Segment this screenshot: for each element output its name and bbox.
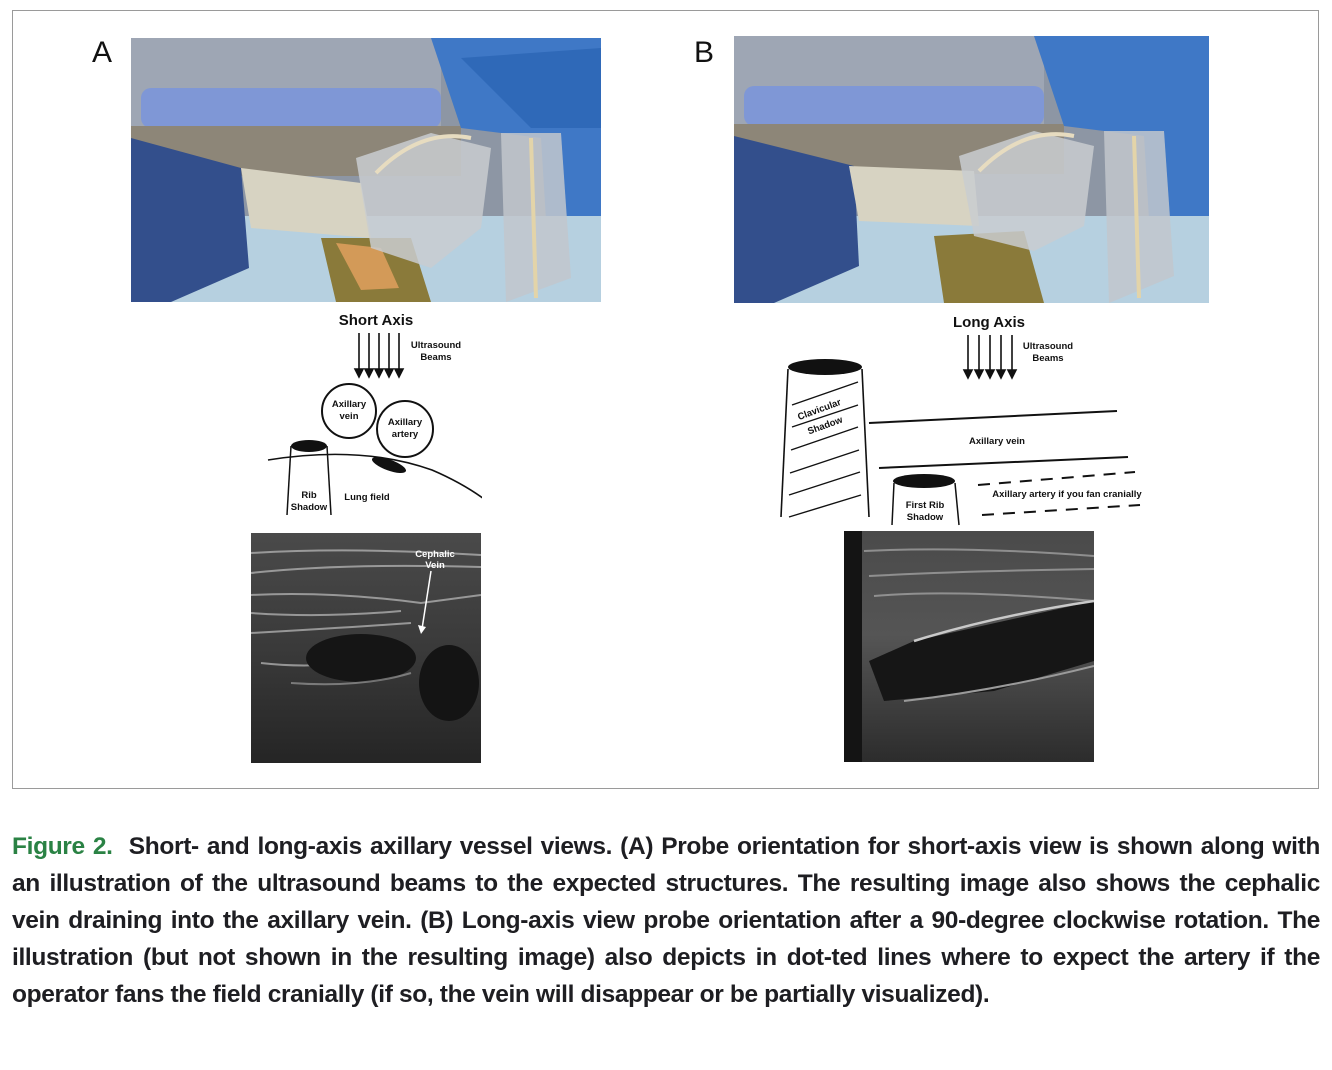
panel-label-a: A	[92, 36, 113, 69]
long-axis-diagram: Long Axis Ultrasound Beams Clavicular Sh…	[780, 314, 1142, 526]
axillary-artery-label: Axillary artery if you fan cranially	[992, 489, 1142, 500]
vein-upper-wall	[868, 410, 1118, 424]
vein-lower-wall	[878, 456, 1129, 469]
axillary-vein-label: Axillary vein	[969, 436, 1025, 447]
figure-label: Figure 2.	[12, 833, 113, 860]
photo-illustration	[131, 38, 601, 302]
beam-label-line1: Ultrasound	[1023, 341, 1073, 352]
ultrasound-long-axis	[844, 531, 1094, 762]
artery-label-line1: Axillary	[388, 417, 423, 428]
axillary-vein-circle	[321, 383, 377, 439]
caption-text: Short- and long-axis axillary vessel vie…	[12, 833, 1320, 1008]
lung-pleura-line	[267, 453, 482, 499]
beam-label-line1: Ultrasound	[411, 340, 461, 351]
ultrasound-short-axis: Cephalic Vein	[251, 533, 481, 763]
first-rib-label-line2: Shadow	[907, 512, 944, 523]
long-axis-title: Long Axis	[953, 314, 1025, 331]
rib-label-line2: Shadow	[291, 502, 328, 513]
photo-short-axis-probe	[131, 38, 601, 302]
beam-label-line2: Beams	[420, 352, 451, 363]
vein-label-line1: Axillary	[332, 399, 367, 410]
first-rib-label-line1: First Rib	[906, 500, 945, 511]
photo-long-axis-probe	[734, 36, 1209, 303]
ultrasound-beam-arrows	[962, 335, 1018, 380]
artery-label-line2: artery	[392, 429, 419, 440]
ultrasound-beam-arrows	[353, 333, 405, 379]
figure-caption: Figure 2. Short- and long-axis axillary …	[12, 828, 1320, 1013]
clavicle-top	[788, 359, 862, 375]
photo-illustration	[734, 36, 1209, 303]
axillary-artery-circle	[376, 400, 434, 458]
vein-label-line2: vein	[339, 411, 358, 422]
pleural-ellipse	[371, 456, 407, 474]
first-rib-top	[893, 474, 955, 488]
panel-label-b: B	[694, 36, 715, 69]
cephalic-annotation-line2: Vein	[425, 560, 445, 571]
cephalic-annotation-line1: Cephalic	[415, 549, 455, 560]
artery-dashed-lower	[981, 504, 1141, 516]
short-axis-diagram: Short Axis Ultrasound Beams Axillary vei…	[267, 312, 482, 516]
lung-field-label: Lung field	[344, 492, 390, 503]
rib-top	[291, 440, 327, 452]
artery-dashed-upper	[977, 471, 1136, 486]
beam-label-line2: Beams	[1032, 353, 1063, 364]
short-axis-title: Short Axis	[339, 312, 413, 329]
rib-label-line1: Rib	[301, 490, 317, 501]
